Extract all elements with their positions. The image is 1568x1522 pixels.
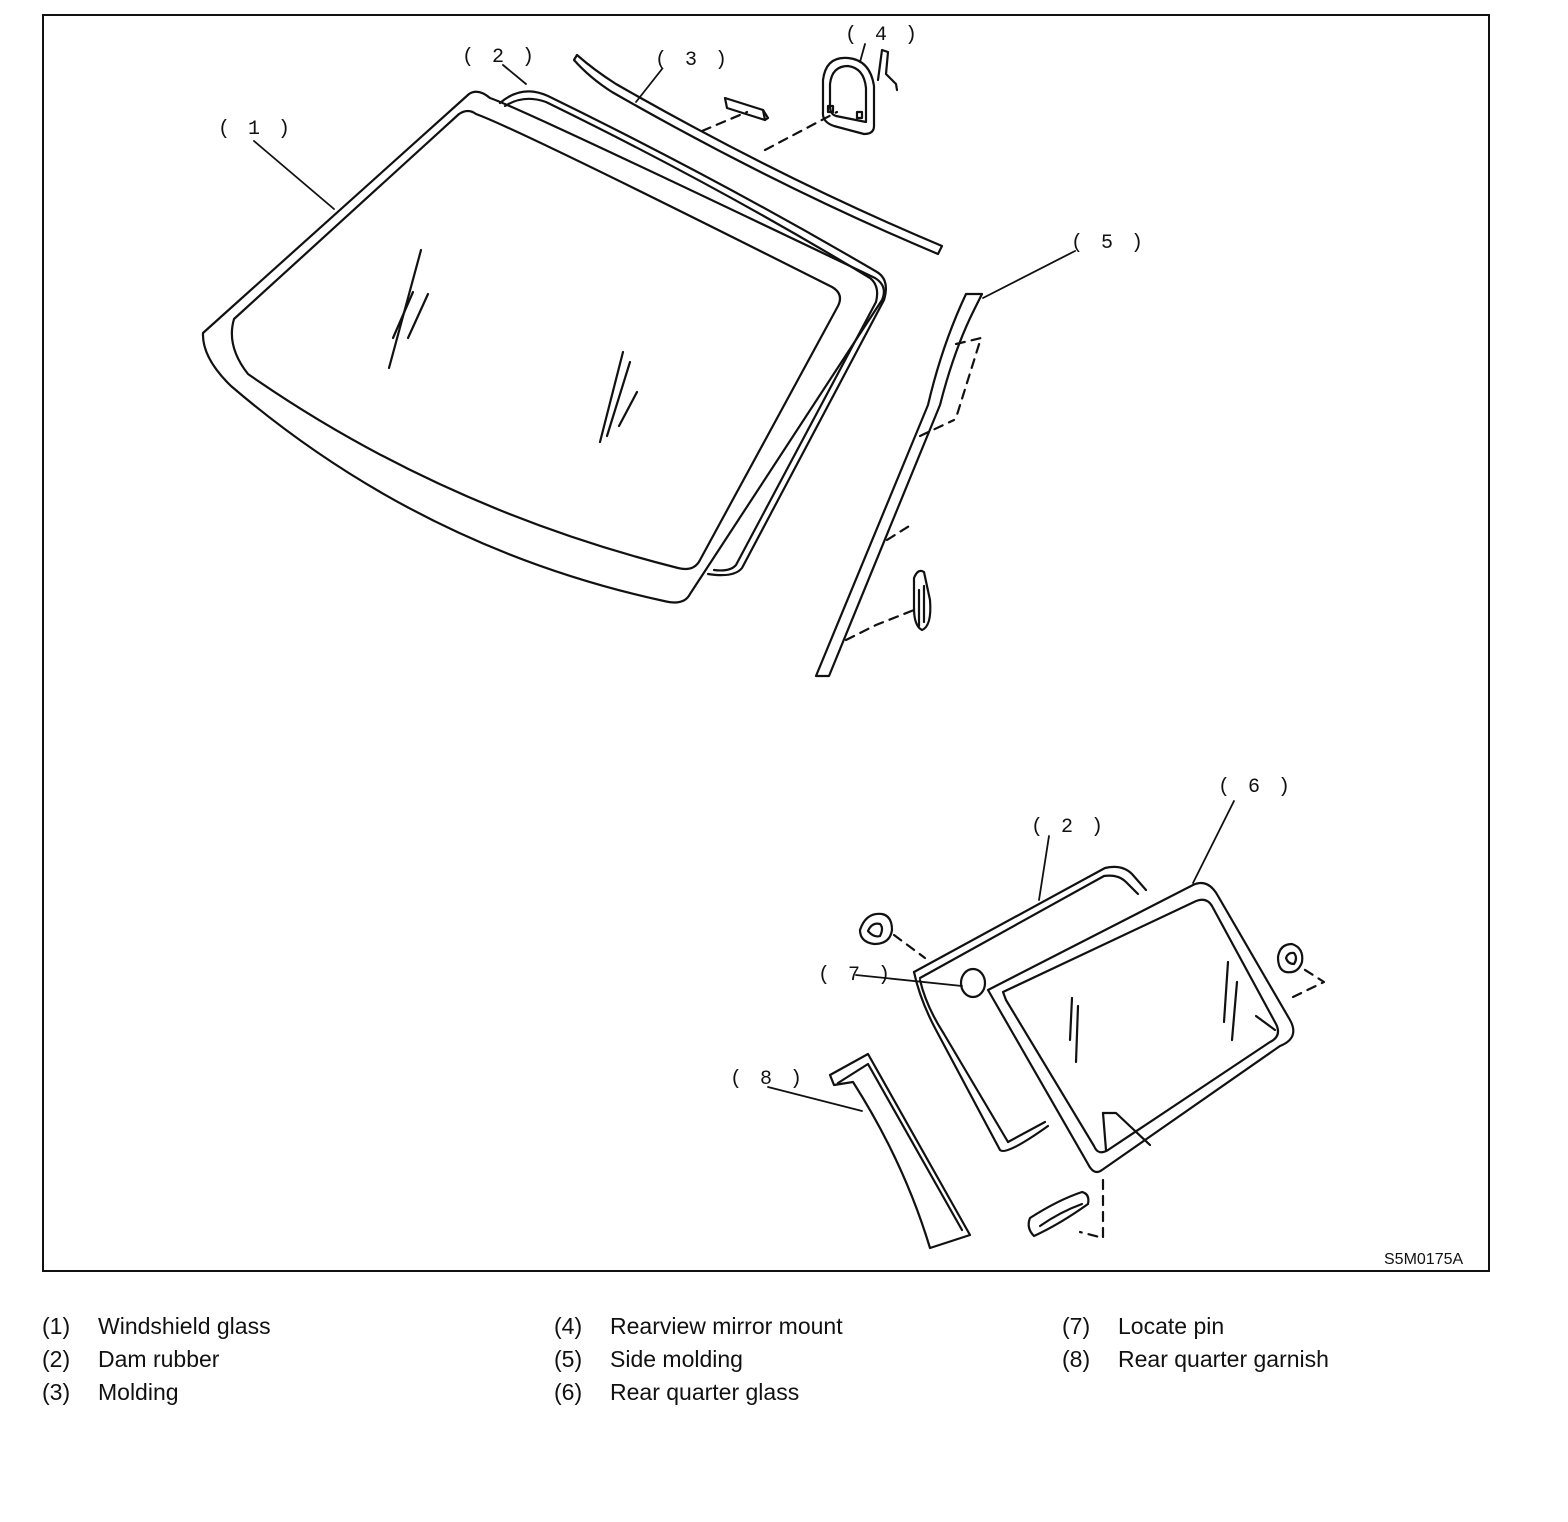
legend-label: Rear quarter garnish — [1118, 1346, 1329, 1372]
drawing-code: S5M0175A — [1384, 1251, 1463, 1268]
legend-label: Side molding — [610, 1346, 743, 1372]
legend-item-4: (4) Rearview mirror mount — [554, 1310, 843, 1343]
legend-item-5: (5) Side molding — [554, 1343, 843, 1376]
legend-number: (3) — [42, 1379, 71, 1405]
callout-dam-rubber-front: ( 2 ) — [462, 46, 537, 69]
legend-label: Windshield glass — [98, 1313, 271, 1339]
legend-number: (5) — [554, 1346, 583, 1372]
legend-column-3: (7) Locate pin (8) Rear quarter garnish — [1062, 1310, 1329, 1376]
callout-molding: ( 3 ) — [655, 49, 730, 72]
rear-quarter-glass-illustration — [986, 881, 1295, 1174]
callout-side-molding: ( 5 ) — [1071, 232, 1146, 255]
windshield-glass-illustration — [201, 90, 885, 604]
side-molding-illustration — [814, 292, 984, 678]
rear-fasteners-illustration — [858, 912, 1304, 1238]
parts-legend: (1) Windshield glass (2) Dam rubber (3) Mol… — [42, 1310, 1492, 1420]
callout-locate-pin: ( 7 ) — [818, 964, 893, 987]
legend-number: (2) — [42, 1346, 71, 1372]
legend-column-1: (1) Windshield glass (2) Dam rubber (3) Mol… — [42, 1310, 271, 1409]
legend-item-6: (6) Rear quarter glass — [554, 1376, 843, 1409]
legend-number: (1) — [42, 1313, 71, 1339]
legend-item-1: (1) Windshield glass — [42, 1310, 271, 1343]
callout-leader-lines — [253, 43, 1235, 1112]
legend-column-2: (4) Rearview mirror mount (5) Side molding… — [554, 1310, 843, 1409]
dam-rubber-front-illustration — [498, 90, 887, 577]
legend-label: Molding — [98, 1379, 179, 1405]
legend-item-2: (2) Dam rubber — [42, 1343, 271, 1376]
rearview-mirror-mount-illustration — [723, 48, 899, 136]
legend-label: Rearview mirror mount — [610, 1313, 843, 1339]
callout-windshield-glass: ( 1 ) — [218, 118, 293, 141]
callout-rear-quarter-garnish: ( 8 ) — [730, 1068, 805, 1091]
assembly-guide-lines — [700, 110, 1326, 1240]
legend-number: (7) — [1062, 1313, 1091, 1339]
legend-label: Dam rubber — [98, 1346, 220, 1372]
locate-pin-illustration — [959, 967, 987, 999]
legend-label: Locate pin — [1118, 1313, 1225, 1339]
legend-number: (4) — [554, 1313, 583, 1339]
legend-number: (6) — [554, 1379, 583, 1405]
rear-quarter-garnish-illustration — [828, 1052, 972, 1250]
dam-rubber-rear-illustration — [912, 865, 1148, 1153]
callout-rear-quarter-glass: ( 6 ) — [1218, 776, 1293, 799]
callout-rearview-mirror-mount: ( 4 ) — [845, 24, 920, 47]
diagram-frame — [42, 14, 1490, 1272]
legend-item-8: (8) Rear quarter garnish — [1062, 1343, 1329, 1376]
legend-item-7: (7) Locate pin — [1062, 1310, 1329, 1343]
molding-illustration — [572, 53, 944, 256]
legend-item-3: (3) Molding — [42, 1376, 271, 1409]
callout-dam-rubber-rear: ( 2 ) — [1031, 816, 1106, 839]
legend-label: Rear quarter glass — [610, 1379, 800, 1405]
legend-number: (8) — [1062, 1346, 1091, 1372]
